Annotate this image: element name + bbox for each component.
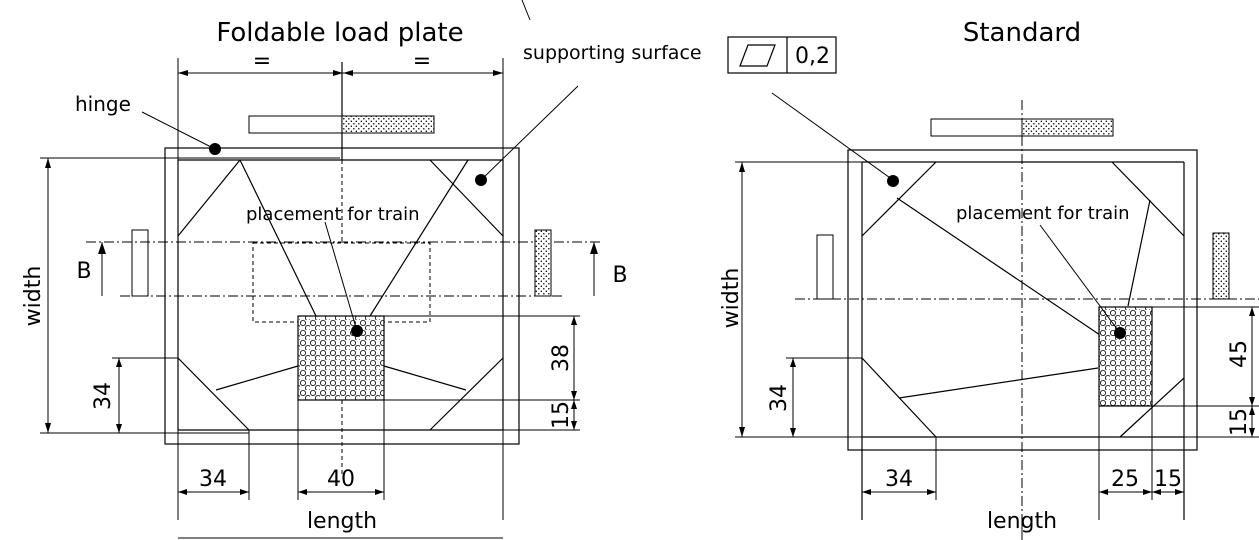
std-corner-v-dimension: 34	[767, 384, 792, 412]
pad-h-dimension: 38	[549, 344, 574, 372]
support-line-bl	[215, 365, 299, 391]
section-bar-right	[534, 229, 552, 297]
placement-leader	[324, 221, 358, 332]
std-support-point	[887, 175, 899, 187]
standard-title: Standard	[963, 18, 1081, 48]
std-support-line-tl	[896, 197, 1101, 336]
std-corner-v-arrows	[790, 358, 796, 437]
top-section-bar-plain	[248, 115, 343, 134]
std-support-line-tr	[1127, 199, 1151, 307]
tolerance-value: 0,2	[795, 44, 830, 69]
section-bar-left	[131, 229, 149, 297]
std-corner-h-dimension: 34	[885, 467, 913, 492]
std-placement-label: placement for train	[956, 203, 1130, 224]
std-pad-h-arrows	[1249, 307, 1255, 437]
hinge-label: hinge	[75, 92, 131, 116]
section-arrow-left-head	[98, 242, 106, 254]
support-leader-right	[771, 92, 894, 181]
std-pad-w-dimension: 25	[1111, 467, 1139, 492]
corner-v-dimension: 34	[91, 382, 116, 410]
placement-label: placement for train	[246, 204, 420, 225]
section-label-right: B	[612, 263, 627, 288]
std-top-bar-stippled	[1021, 118, 1114, 137]
std-pad-offset-dimension: 15	[1154, 467, 1182, 492]
top-leader-stub	[521, 0, 531, 21]
std-corner-h-arrows	[862, 489, 936, 495]
width-label: width	[21, 266, 46, 327]
std-length-label: length	[987, 509, 1057, 534]
supporting-surface-callout: supporting surface 0,2	[521, 0, 894, 181]
corner-diagonal-tr	[429, 159, 504, 237]
length-label: length	[307, 509, 377, 534]
hinge-leader	[141, 111, 216, 150]
std-width-label: width	[719, 268, 744, 329]
gap-dimension: 15	[549, 401, 574, 429]
std-top-bar-plain	[930, 118, 1023, 137]
equal-label-right: =	[413, 49, 431, 74]
foldable-load-plate-diagram: Foldable load plate = =	[21, 18, 628, 539]
std-support-line-bl	[898, 367, 1099, 399]
support-leader-left	[480, 85, 579, 181]
flatness-symbol-icon	[739, 44, 776, 67]
corner-diagonal-bl	[177, 357, 250, 431]
std-load-pad	[1098, 306, 1153, 407]
section-arrow-right-head	[590, 242, 598, 254]
pad-w-dimension: 40	[327, 467, 355, 492]
standard-diagram: Standard placement for train	[719, 18, 1259, 540]
tolerance-frame	[727, 36, 837, 74]
std-gap-dimension: 15	[1227, 408, 1252, 436]
top-section-bar-stippled	[341, 115, 435, 134]
std-outer-frame	[847, 149, 1198, 451]
std-pad-h-dimension: 45	[1227, 340, 1252, 368]
std-section-bar-left	[816, 234, 834, 300]
equal-dimension-arrows	[178, 70, 503, 76]
support-line-br	[383, 365, 467, 391]
equal-label-left: =	[253, 49, 271, 74]
corner-diagonal-tl	[177, 159, 241, 237]
supporting-surface-label: supporting surface	[523, 42, 702, 64]
load-pad	[297, 315, 385, 401]
pad-h-arrows	[571, 316, 577, 430]
pad-w-arrows	[298, 489, 384, 495]
support-line-tl	[239, 159, 317, 317]
foldable-title: Foldable load plate	[216, 18, 463, 48]
std-pad-w-arrows	[1099, 489, 1184, 495]
corner-v-arrows	[116, 358, 122, 433]
corner-h-dimension: 34	[199, 467, 227, 492]
section-label-left: B	[76, 259, 91, 284]
support-line-tr	[369, 159, 469, 317]
std-corner-diagonal-tr	[1111, 161, 1185, 237]
dashed-placement-area	[252, 242, 431, 323]
std-section-bar-right	[1212, 232, 1230, 300]
corner-diagonal-br	[429, 357, 504, 431]
std-placement-leader	[1039, 224, 1121, 334]
